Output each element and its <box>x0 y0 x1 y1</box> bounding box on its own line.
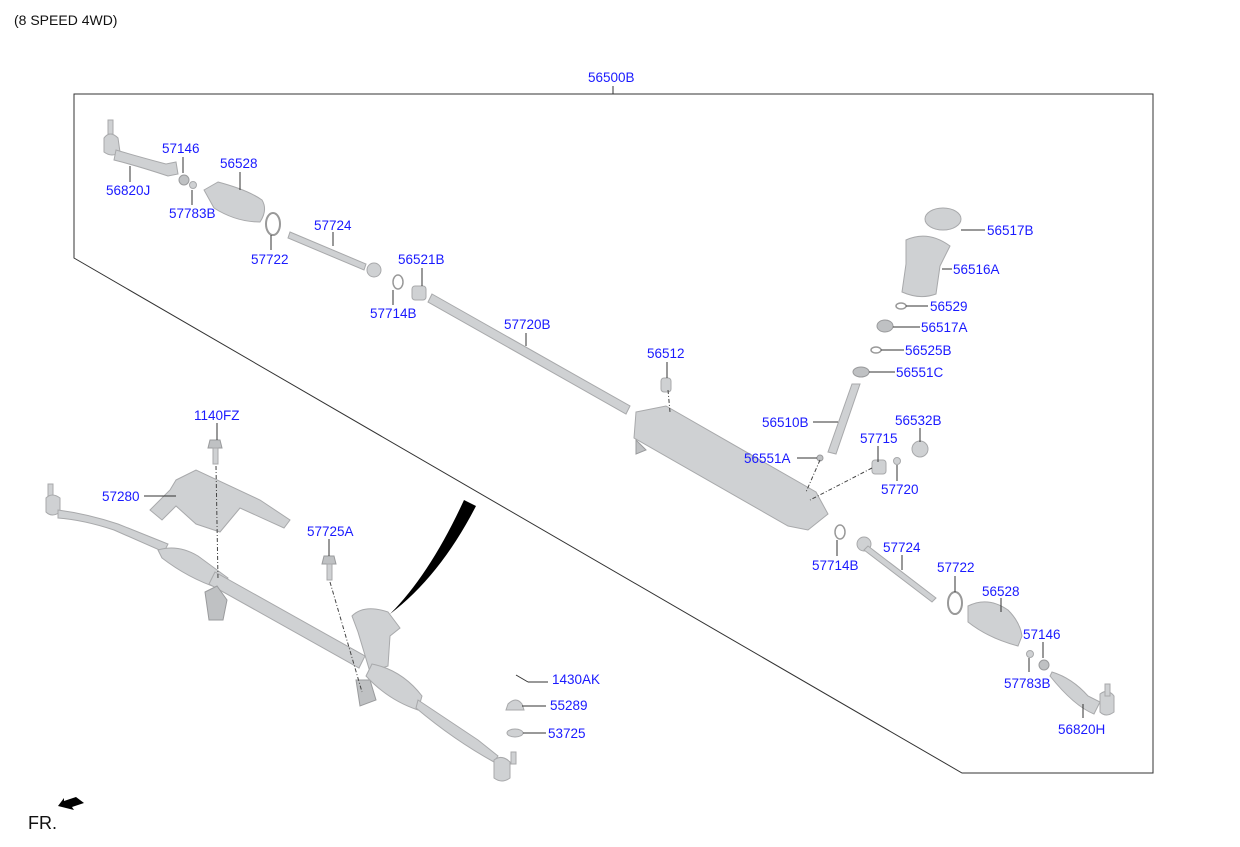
label-56532B[interactable]: 56532B <box>895 413 942 428</box>
label-56528-right[interactable]: 56528 <box>982 584 1020 599</box>
label-57714B-right[interactable]: 57714B <box>812 558 859 573</box>
inner-tie-rod-57724-right <box>863 545 937 603</box>
front-indicator: FR. <box>28 813 57 833</box>
label-53725[interactable]: 53725 <box>548 726 586 741</box>
label-57714B-left[interactable]: 57714B <box>370 306 417 321</box>
label-56512[interactable]: 56512 <box>647 346 685 361</box>
label-56820H[interactable]: 56820H <box>1058 722 1106 737</box>
nut-57146-left <box>178 174 190 186</box>
bolt-1140FZ <box>207 439 223 465</box>
tie-rod-end-right <box>1049 671 1115 716</box>
label-57722-left[interactable]: 57722 <box>251 252 289 267</box>
washer-53725 <box>506 728 524 738</box>
yoke-57715 <box>871 459 887 475</box>
assembled-steering-rack <box>45 483 517 782</box>
ring-56525B <box>870 346 882 354</box>
spring-57720 <box>893 457 901 465</box>
label-56528-left[interactable]: 56528 <box>220 156 258 171</box>
clamp-57722-right <box>947 591 963 615</box>
label-56521B[interactable]: 56521B <box>398 252 445 267</box>
label-1430AK[interactable]: 1430AK <box>552 672 601 687</box>
label-57724-left[interactable]: 57724 <box>314 218 352 233</box>
nut-55289 <box>505 699 525 711</box>
label-56525B[interactable]: 56525B <box>905 343 952 358</box>
label-56517A[interactable]: 56517A <box>921 320 968 335</box>
label-55289[interactable]: 55289 <box>550 698 588 713</box>
pinion-56510B <box>827 383 861 455</box>
label-56500B[interactable]: 56500B <box>588 70 635 85</box>
assembly-frame <box>73 86 1154 774</box>
label-57720B[interactable]: 57720B <box>504 317 551 332</box>
label-57724-right[interactable]: 57724 <box>883 540 921 555</box>
bush-56521B <box>411 285 427 301</box>
label-56551A[interactable]: 56551A <box>744 451 791 466</box>
nut-57146-right <box>1038 659 1050 671</box>
label-56820J[interactable]: 56820J <box>106 183 151 198</box>
label-57715[interactable]: 57715 <box>860 431 898 446</box>
washer-57783B-right <box>1026 650 1034 658</box>
ring-57714B-left <box>392 274 404 290</box>
label-57146-right[interactable]: 57146 <box>1023 627 1061 642</box>
housing-56516A <box>901 235 951 298</box>
bolt-57725A <box>321 555 337 581</box>
boot-56528-right <box>967 601 1023 647</box>
detail-pointer <box>390 500 476 614</box>
leader-lines <box>129 157 1084 734</box>
tie-rod-end-left <box>103 119 179 177</box>
heat-shield-57280 <box>149 469 291 533</box>
label-57280[interactable]: 57280 <box>102 489 140 504</box>
seal-56551C <box>852 366 870 378</box>
diagram-subtitle: (8 SPEED 4WD) <box>14 12 118 28</box>
label-56510B[interactable]: 56510B <box>762 415 809 430</box>
bush-56512 <box>660 377 672 393</box>
washer-57783B-left <box>189 181 197 189</box>
inner-ball-left <box>366 262 382 278</box>
rack-bar-57720B <box>427 293 631 415</box>
label-57722-right[interactable]: 57722 <box>937 560 975 575</box>
clamp-57722-left <box>265 212 281 236</box>
label-57783B-right[interactable]: 57783B <box>1004 676 1051 691</box>
ring-56529 <box>895 302 907 310</box>
label-1140FZ[interactable]: 1140FZ <box>194 408 240 423</box>
label-56517B[interactable]: 56517B <box>987 223 1034 238</box>
label-56551C[interactable]: 56551C <box>896 365 944 380</box>
label-57783B-left[interactable]: 57783B <box>169 206 216 221</box>
label-56529[interactable]: 56529 <box>930 299 968 314</box>
label-57725A[interactable]: 57725A <box>307 524 354 539</box>
ring-57714B-right <box>834 524 846 540</box>
label-57146-left[interactable]: 57146 <box>162 141 200 156</box>
label-56516A[interactable]: 56516A <box>953 262 1000 277</box>
plug-56532B <box>911 440 929 458</box>
rack-housing <box>633 405 829 531</box>
cover-56517B <box>924 207 962 231</box>
seal-56517A <box>876 319 894 333</box>
inner-tie-rod-57724-left <box>287 231 367 271</box>
front-arrow-icon <box>58 797 84 810</box>
label-57720[interactable]: 57720 <box>881 482 919 497</box>
